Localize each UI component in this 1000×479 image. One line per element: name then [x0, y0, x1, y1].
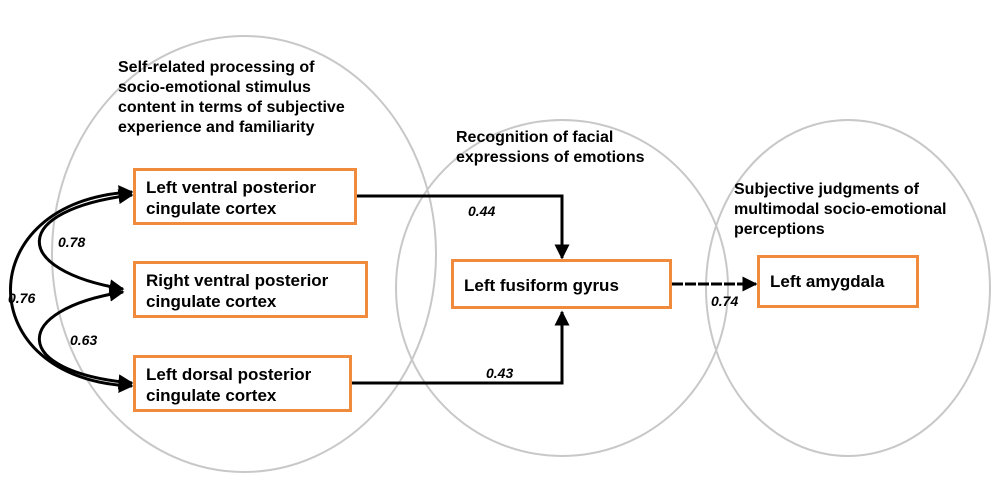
arrow-dpcc-to-fusiform	[352, 310, 570, 385]
self-related-region-ellipse	[51, 35, 437, 473]
facial-recognition-region-ellipse	[395, 119, 729, 457]
coef-rvpcc-lvpcc: 0.78	[58, 234, 86, 250]
node-left-dorsal-pcc: Left dorsal posterior cingulate cortex	[133, 355, 352, 412]
node-left-ventral-pcc: Left ventral posterior cingulate cortex	[133, 168, 357, 225]
node-left-amygdala: Left amygdala	[757, 255, 919, 308]
coef-dpcc-lvpcc: 0.76	[8, 290, 36, 306]
curve-rvpcc-dpcc	[37, 286, 134, 390]
subjective-judgments-region-label: Subjective judgments of multimodal socio…	[734, 181, 947, 238]
self-related-region-label: Self-related processing of socio-emotion…	[118, 59, 345, 136]
node-left-fusiform-gyrus: Left fusiform gyrus	[451, 259, 672, 309]
coef-fusiform-to-amygdala: 0.74	[711, 293, 739, 309]
coef-vpcc-to-fusiform: 0.44	[468, 203, 496, 219]
coef-rvpcc-dpcc: 0.63	[70, 332, 98, 348]
arrow-vpcc-to-fusiform	[356, 194, 570, 260]
node-right-ventral-pcc: Right ventral posterior cingulate cortex	[133, 261, 368, 318]
coef-dpcc-to-fusiform: 0.43	[486, 365, 514, 381]
facial-recognition-region-label: Recognition of facial expressions of emo…	[456, 129, 645, 166]
curve-dpcc-lvpcc	[9, 185, 134, 393]
curve-rvpcc-lvpcc	[37, 189, 134, 295]
subjective-judgments-region-ellipse	[705, 119, 991, 457]
